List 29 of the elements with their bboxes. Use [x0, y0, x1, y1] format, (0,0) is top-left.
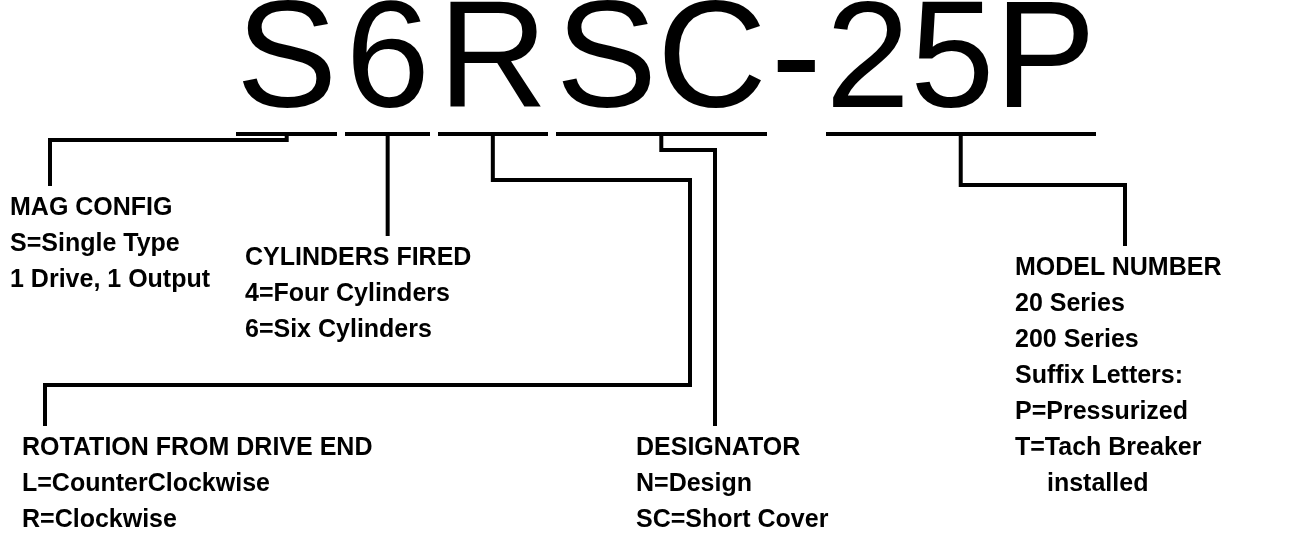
leader-line — [385, 136, 390, 236]
code-segment: 6 — [345, 0, 430, 136]
callout-text: 20 Series — [1015, 287, 1126, 318]
callout-text: 4=Four Cylinders — [245, 277, 451, 308]
code-separator: - — [770, 0, 822, 136]
callout-heading: MAG CONFIG — [10, 191, 174, 222]
code-segment: 25P — [825, 0, 1096, 136]
code-segment: S — [236, 0, 338, 136]
leader-line — [659, 136, 717, 426]
callout-text: T=Tach Breaker installed — [1015, 431, 1203, 498]
callout-heading: ROTATION FROM DRIVE END — [22, 431, 373, 462]
callout-text: P=Pressurized — [1015, 395, 1189, 426]
leader-line — [43, 136, 692, 426]
callout-text: Suffix Letters: — [1015, 359, 1185, 390]
callout-text: 1 Drive, 1 Output — [10, 263, 211, 294]
callout-heading: DESIGNATOR — [636, 431, 802, 462]
leader-line — [958, 136, 1127, 246]
callout-text: N=Design — [636, 467, 753, 498]
code-segment: R — [437, 0, 548, 136]
callout-heading: CYLINDERS FIRED — [245, 241, 472, 272]
callout-text: R=Clockwise — [22, 503, 178, 534]
callout-text: SC=Short Cover — [636, 503, 829, 534]
callout-text: S=Single Type — [10, 227, 181, 258]
code-segment: SC — [555, 0, 767, 136]
callout-text: L=CounterClockwise — [22, 467, 271, 498]
callout-text: 200 Series — [1015, 323, 1140, 354]
callout-heading: MODEL NUMBER — [1015, 251, 1223, 282]
callout-text: 6=Six Cylinders — [245, 313, 433, 344]
leader-line — [48, 136, 289, 186]
